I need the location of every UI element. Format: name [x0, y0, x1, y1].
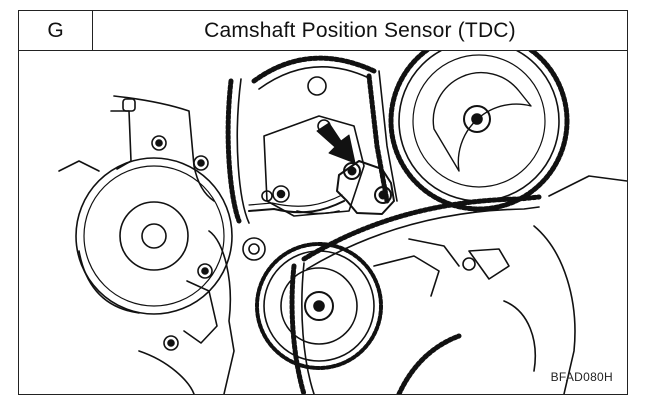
engine-line-drawing — [58, 51, 627, 394]
figure-frame: G Camshaft Position Sensor (TDC) — [18, 10, 628, 395]
engine-housing — [58, 95, 627, 394]
camshaft-sprocket — [388, 51, 570, 212]
section-title: Camshaft Position Sensor (TDC) — [204, 18, 516, 42]
timing-belt — [225, 70, 542, 394]
pump-pulley — [75, 157, 233, 315]
camshaft-position-sensor — [248, 160, 395, 215]
arrow-icon — [316, 122, 356, 164]
upper-sprocket — [251, 55, 377, 96]
figure-code: BFAD080H — [550, 370, 613, 384]
section-letter: G — [19, 11, 93, 50]
figure-header: G Camshaft Position Sensor (TDC) — [19, 11, 627, 51]
housing-bolts — [151, 135, 476, 351]
tensioner-pulley — [255, 238, 460, 370]
sensor-cover-plate — [263, 115, 365, 217]
